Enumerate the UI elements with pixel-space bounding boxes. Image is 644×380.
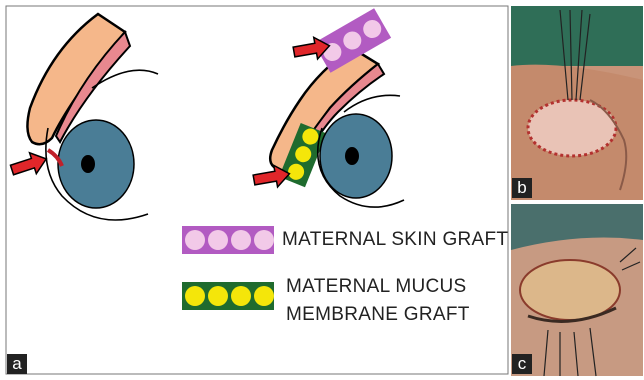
clinical-photo-c: [511, 204, 643, 376]
panel-label-b: b: [512, 178, 532, 198]
pupil-reconstructed: [345, 147, 359, 165]
legend-skin-graft-swatch: [182, 226, 274, 254]
clinical-photo-b: [511, 6, 643, 200]
eye-icon: [58, 120, 134, 208]
legend-skin-graft-label: MATERNAL SKIN GRAFT: [282, 229, 508, 251]
pupil: [81, 155, 95, 173]
legend-mucus-graft-swatch: [182, 282, 274, 310]
panel-label-a: a: [7, 354, 27, 374]
legend-mucus-graft-label-line2: MEMBRANE GRAFT: [286, 304, 470, 326]
panel-label-c: c: [512, 354, 532, 374]
legend-mucus-graft-label-line1: MATERNAL MUCUS: [286, 276, 467, 298]
